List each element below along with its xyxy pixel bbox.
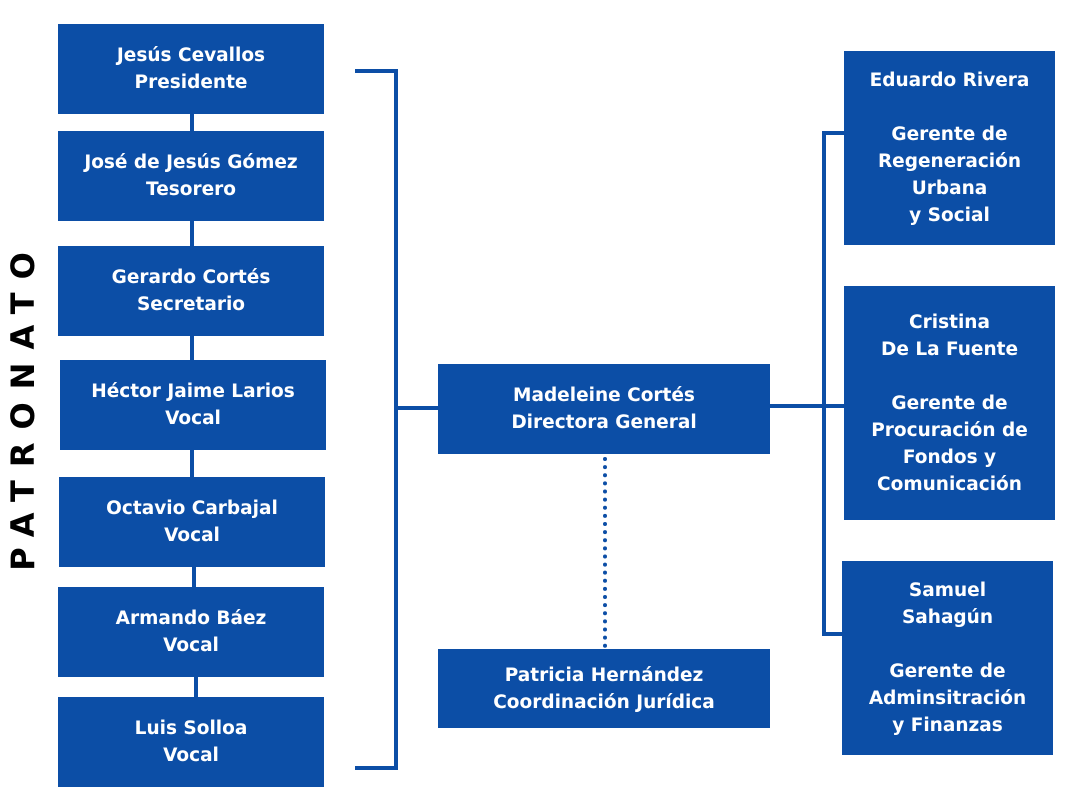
manager-name: Samuel	[908, 580, 987, 601]
board-member-vocal-3: Armando Báez Vocal	[58, 587, 324, 677]
manager-administration-box: Samuel Sahagún Gerente de Adminsitración…	[842, 561, 1053, 755]
board-member-name: Armando Báez	[115, 608, 267, 629]
bracket-to-director-line	[398, 406, 440, 410]
board-member-vocal-1: Héctor Jaime Larios Vocal	[60, 360, 326, 450]
manager-branch-3	[822, 632, 844, 636]
legal-role: Coordinación Jurídica	[493, 691, 715, 713]
manager-role: y Social	[909, 205, 990, 226]
board-member-president: Jesús Cevallos Presidente	[58, 24, 324, 114]
manager-role: Regeneración	[877, 151, 1022, 172]
patronato-title: PATRONATO	[0, 0, 46, 810]
director-name: Madeleine Cortés	[513, 385, 695, 406]
board-member-role: Vocal	[163, 745, 219, 766]
board-member-name: José de Jesús Gómez	[84, 152, 298, 173]
board-chain-connector-2	[190, 220, 194, 248]
manager-role: Urbana	[911, 178, 988, 199]
manager-name: Cristina	[909, 311, 990, 333]
board-member-vocal-2: Octavio Carbajal Vocal	[59, 477, 325, 567]
board-member-role: Vocal	[163, 635, 219, 656]
board-member-vocal-4: Luis Solloa Vocal	[58, 697, 324, 787]
board-member-treasurer: José de Jesús Gómez Tesorero	[58, 131, 324, 221]
manager-role: Gerente de	[889, 661, 1006, 682]
manager-name: Eduardo Rivera	[869, 70, 1030, 91]
board-chain-connector-1	[190, 112, 194, 134]
board-member-role: Tesorero	[146, 179, 236, 200]
manager-name: De La Fuente	[880, 338, 1019, 360]
manager-role: y Finanzas	[892, 715, 1003, 736]
bracket-spine	[394, 69, 398, 770]
director-to-managers-line	[770, 404, 845, 408]
manager-role: Gerente de	[891, 124, 1008, 145]
board-member-role: Vocal	[164, 525, 220, 546]
board-chain-connector-4	[190, 448, 194, 479]
manager-fundraising-box: Cristina De La Fuente Gerente de Procura…	[844, 286, 1055, 520]
manager-urban-regeneration-box: Eduardo Rivera Gerente de Regeneración U…	[844, 51, 1055, 245]
board-member-role: Presidente	[134, 72, 248, 93]
manager-name: Sahagún	[901, 607, 994, 628]
board-member-name: Luis Solloa	[134, 718, 248, 739]
board-member-role: Secretario	[136, 294, 245, 315]
board-member-name: Jesús Cevallos	[116, 45, 266, 66]
legal-coordination-box: Patricia Hernández Coordinación Jurídica	[438, 649, 770, 728]
board-member-secretary: Gerardo Cortés Secretario	[58, 246, 324, 336]
director-role: Directora General	[511, 412, 697, 433]
board-member-name: Héctor Jaime Larios	[91, 381, 295, 402]
board-chain-connector-3	[190, 334, 194, 362]
director-general-box: Madeleine Cortés Directora General	[438, 364, 770, 454]
board-member-name: Octavio Carbajal	[106, 498, 278, 519]
manager-branch-1	[822, 131, 846, 135]
legal-name: Patricia Hernández	[504, 664, 704, 686]
manager-role: Adminsitración	[868, 688, 1027, 709]
manager-role: Gerente de	[891, 392, 1008, 414]
manager-role: Procuración de	[871, 419, 1028, 441]
bracket-top-arm	[355, 69, 398, 73]
bracket-bottom-arm	[355, 766, 398, 770]
managers-spine	[822, 131, 826, 636]
board-chain-connector-5	[192, 565, 196, 589]
manager-role: Comunicación	[877, 473, 1022, 495]
director-to-legal-dotted-line	[603, 457, 607, 648]
board-member-name: Gerardo Cortés	[111, 267, 271, 288]
manager-role: Fondos y	[902, 446, 997, 468]
board-chain-connector-6	[194, 675, 198, 699]
board-member-role: Vocal	[165, 408, 221, 429]
patronato-title-text: PATRONATO	[4, 239, 42, 571]
